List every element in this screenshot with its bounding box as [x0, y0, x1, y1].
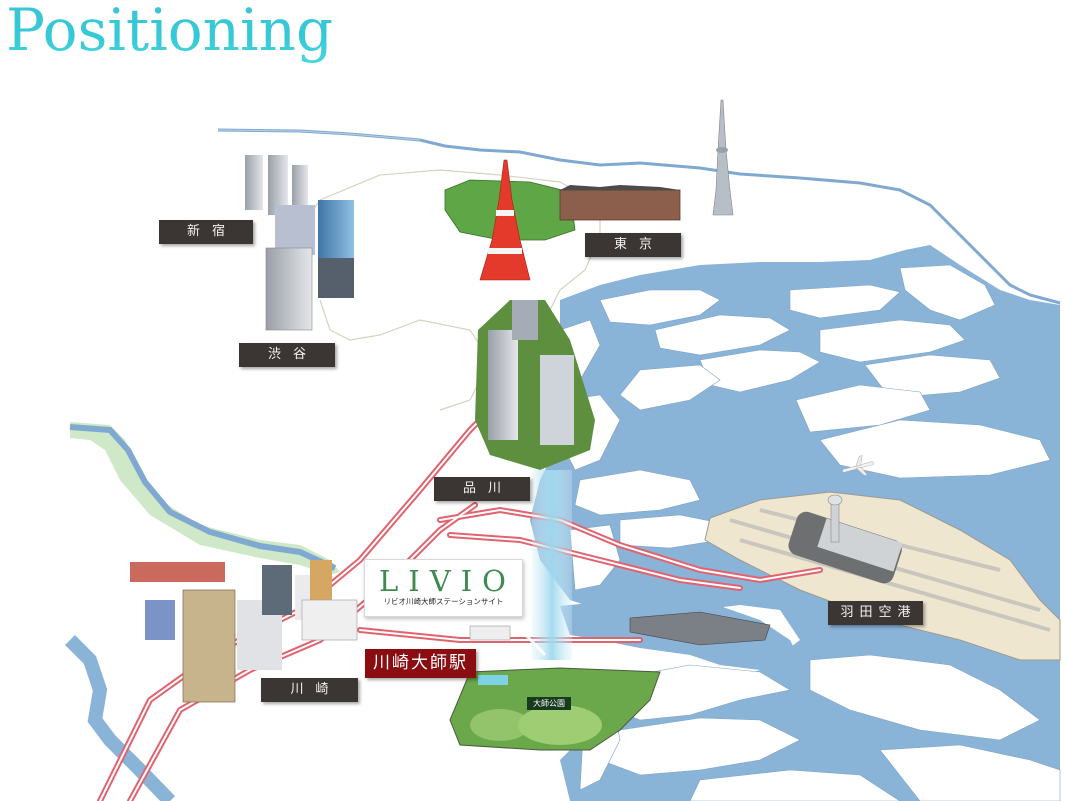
airplane-icon	[842, 455, 874, 476]
kawasaki-buildings	[130, 560, 358, 703]
northern-river	[217, 128, 1061, 305]
tamagawa-river	[65, 422, 340, 801]
haneda-airport	[704, 491, 1061, 661]
station-building	[469, 625, 511, 641]
livio-logo: LIVIO	[379, 564, 516, 598]
daishi-park	[449, 667, 661, 751]
label-haneda-airport: 羽田空港	[828, 601, 923, 625]
industrial-block	[629, 611, 771, 646]
park-label-daishi: 大師公園	[527, 697, 571, 710]
livio-callout: LIVIO リビオ川崎大師ステーションサイト	[364, 559, 523, 617]
light-beam	[532, 470, 572, 660]
livio-subtitle: リビオ川崎大師ステーションサイト	[383, 597, 504, 606]
station-label-kawasaki-daishi: 川崎大師駅	[365, 649, 476, 678]
shinjuku-shibuya-buildings	[245, 155, 354, 331]
page-title: Positioning	[6, 0, 333, 64]
label-tokyo: 東京	[585, 233, 681, 257]
tokyo-tower-icon	[479, 159, 531, 281]
tokyo-station-icon	[559, 185, 681, 221]
label-kawasaki: 川崎	[261, 678, 358, 702]
skytree-icon	[712, 99, 734, 216]
label-shinagawa: 品川	[434, 477, 530, 501]
callout-pointer	[506, 614, 547, 657]
label-shibuya: 渋谷	[239, 343, 335, 367]
control-tower-icon	[827, 494, 843, 543]
shinagawa-buildings	[475, 300, 595, 470]
label-shinjuku: 新宿	[159, 220, 253, 244]
